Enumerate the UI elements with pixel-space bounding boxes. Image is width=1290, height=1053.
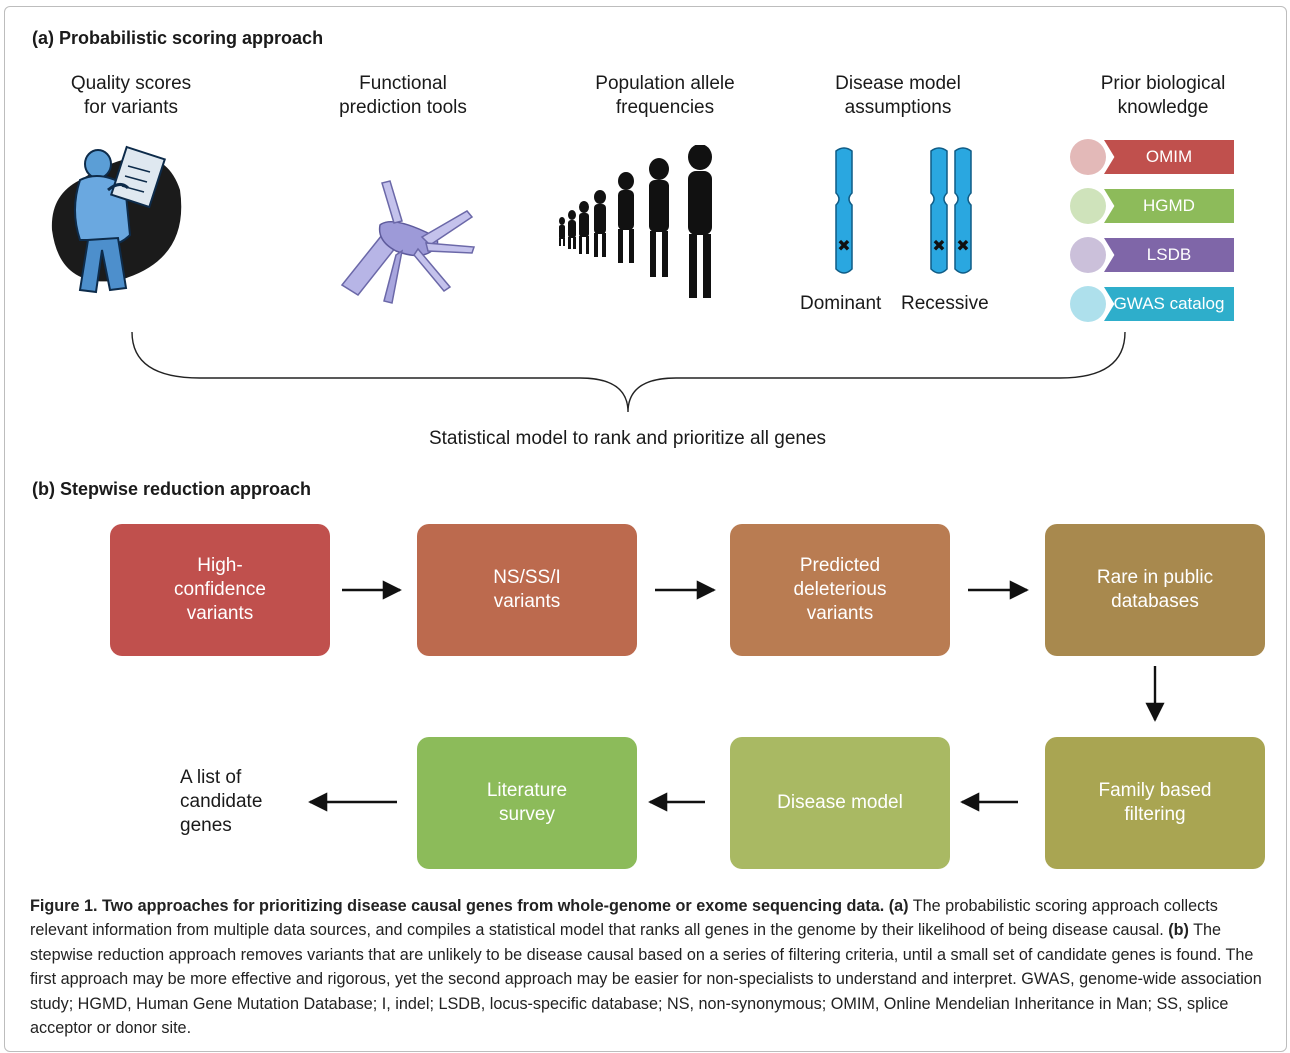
database-label: GWAS catalog — [1104, 287, 1234, 321]
step-box-6: Disease model — [730, 737, 950, 869]
population-silhouettes-icon — [559, 145, 712, 298]
step-label: High- confidence variants — [174, 555, 266, 624]
step-box-5: Family based filtering — [1045, 737, 1265, 869]
scientist-icon — [51, 145, 182, 294]
caption-b-text: The stepwise reduction approach removes … — [30, 921, 1262, 1038]
chromosome-icon: ✖ ✖ ✖ — [835, 147, 972, 274]
step-label: Predicted deleterious variants — [793, 555, 887, 624]
pocket-knife-icon — [340, 180, 476, 304]
candidate-genes-label: A list of candidate genes — [180, 767, 263, 836]
svg-text:✖: ✖ — [932, 236, 945, 255]
database-label: HGMD — [1104, 189, 1234, 223]
step-label: NS/SS/I variants — [493, 567, 561, 612]
column-label-functional: Functional prediction tools — [339, 73, 467, 118]
database-label: OMIM — [1104, 140, 1234, 174]
caption-b-tag: (b) — [1168, 921, 1189, 940]
column-label-disease-model: Disease model assumptions — [835, 73, 961, 118]
column-label-population: Population allele frequencies — [595, 73, 735, 118]
caption-a-tag: (a) — [888, 897, 909, 915]
caption-a-text: The probabilistic scoring approach colle… — [30, 897, 1218, 940]
database-bullet-icon — [1070, 139, 1106, 175]
figure-frame — [4, 6, 1287, 1052]
caption-title: Figure 1. Two approaches for prioritizin… — [30, 897, 885, 915]
database-item: OMIM — [1070, 138, 1234, 176]
step-box-3: Predicted deleterious variants — [730, 524, 950, 656]
panel-a-heading: (a) Probabilistic scoring approach — [32, 28, 324, 48]
step-box-4: Rare in public databases — [1045, 524, 1265, 656]
database-label: LSDB — [1104, 238, 1234, 272]
column-label-quality: Quality scores for variants — [70, 73, 192, 118]
database-item: LSDB — [1070, 236, 1234, 274]
step-label: Rare in public databases — [1096, 567, 1214, 612]
database-bullet-icon — [1070, 286, 1106, 322]
svg-text:✖: ✖ — [956, 236, 969, 255]
step-box-1: High- confidence variants — [110, 524, 330, 656]
statistical-model-label: Statistical model to rank and prioritize… — [428, 428, 827, 449]
database-item: HGMD — [1070, 187, 1234, 225]
recessive-label: Recessive — [901, 293, 989, 314]
figure-caption: Figure 1. Two approaches for prioritizin… — [30, 894, 1270, 1040]
column-label-prior-knowledge: Prior biological knowledge — [1100, 73, 1226, 118]
dominant-label: Dominant — [800, 293, 882, 314]
svg-text:✖: ✖ — [837, 236, 850, 255]
step-box-2: NS/SS/I variants — [417, 524, 637, 656]
step-label: Literature survey — [486, 780, 568, 825]
database-bullet-icon — [1070, 237, 1106, 273]
step-label: Disease model — [777, 792, 903, 813]
database-bullet-icon — [1070, 188, 1106, 224]
step-box-7: Literature survey — [417, 737, 637, 869]
curly-brace — [131, 331, 1126, 413]
step-label: Family based filtering — [1098, 780, 1212, 825]
panel-b-heading: (b) Stepwise reduction approach — [32, 479, 312, 499]
database-item: GWAS catalog — [1070, 285, 1234, 323]
